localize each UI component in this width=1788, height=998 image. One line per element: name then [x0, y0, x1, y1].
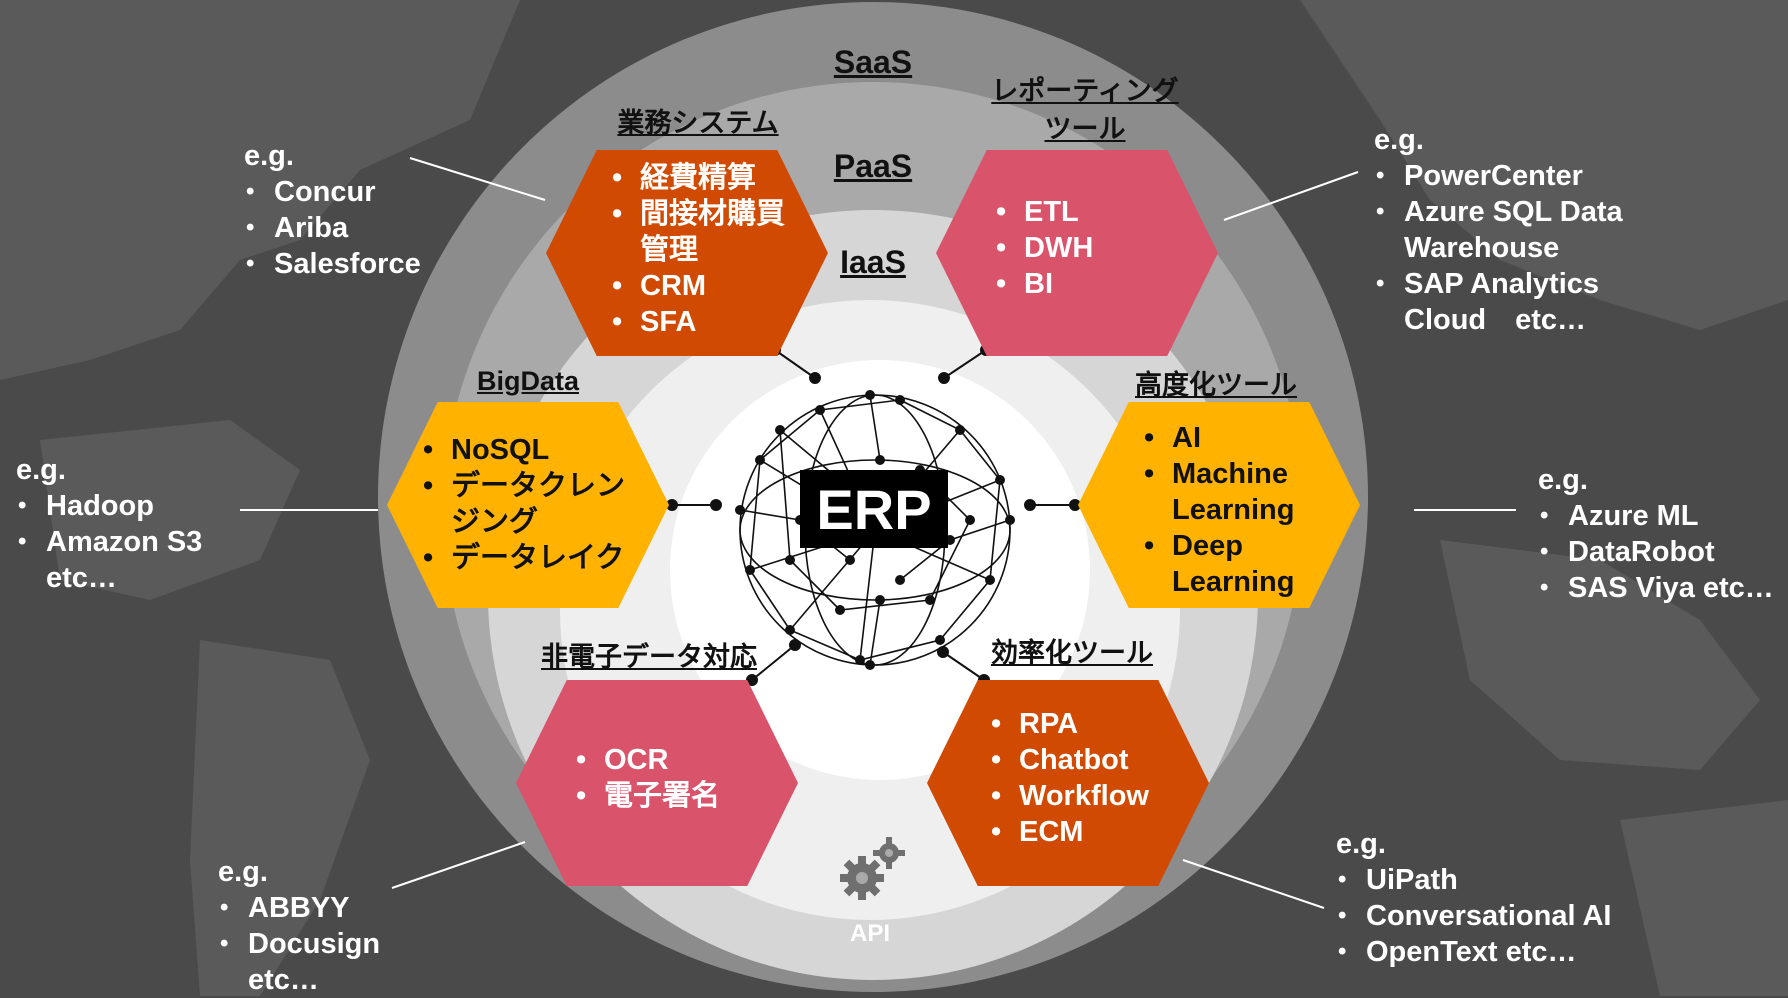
list-item: DataRobot: [1538, 534, 1788, 570]
list-item: Docusign etc…: [218, 926, 408, 998]
list-item: UiPath: [1336, 862, 1636, 898]
category-title-reporting-line1: レポーティング: [991, 76, 1179, 106]
list-item: Azure ML: [1538, 498, 1788, 534]
examples-heading: e.g.: [16, 454, 66, 486]
list-item: ECM: [985, 814, 1195, 850]
list-item: 電子署名: [570, 778, 770, 814]
list-item: Azure SQL Data Warehouse: [1374, 194, 1674, 266]
list-item: 経費精算: [606, 160, 806, 196]
hexagon-business-systems: 経費精算 間接材購買管理 CRM SFA: [546, 150, 828, 356]
list-item: DWH: [990, 230, 1180, 266]
category-title-reporting-line2: ツール: [1044, 114, 1126, 144]
callout-line-bottom-left: [391, 841, 526, 889]
api-label: API: [849, 920, 890, 947]
hexagon-bigdata: NoSQL データクレンジング データレイク: [387, 402, 669, 608]
list-item: Amazon S3 etc…: [16, 524, 226, 596]
examples-bigdata: e.g. Hadoop Amazon S3 etc…: [16, 452, 226, 596]
category-title-non-electronic: 非電子データ対応: [541, 642, 757, 672]
list-item: SAS Viya etc…: [1538, 570, 1788, 606]
list-item: Chatbot: [985, 742, 1195, 778]
list-item: Hadoop: [16, 488, 226, 524]
list-item: PowerCenter: [1374, 158, 1674, 194]
examples-business-systems: e.g. Concur Ariba Salesforce: [244, 138, 474, 282]
list-item: Concur: [244, 174, 474, 210]
erp-center-label: ERP: [800, 470, 948, 548]
callout-line-bottom-right: [1182, 859, 1325, 909]
category-title-business-systems: 業務システム: [617, 108, 779, 138]
list-item: SFA: [606, 304, 806, 340]
examples-reporting-tools: e.g. PowerCenter Azure SQL Data Warehous…: [1374, 122, 1674, 338]
list-item: BI: [990, 266, 1180, 302]
list-item: Conversational AI: [1336, 898, 1636, 934]
hexagon-non-electronic: OCR 電子署名: [516, 680, 798, 886]
list-item: RPA: [985, 706, 1195, 742]
list-item: CRM: [606, 268, 806, 304]
saas-label: SaaS: [833, 44, 913, 80]
examples-non-electronic: e.g. ABBYY Docusign etc…: [218, 854, 408, 998]
erp-mesh-nodes: [735, 390, 1015, 670]
examples-efficiency-tools: e.g. UiPath Conversational AI OpenText e…: [1336, 826, 1636, 970]
list-item: OpenText etc…: [1336, 934, 1636, 970]
category-title-advanced-tools: 高度化ツール: [1135, 370, 1297, 400]
list-item: AI: [1138, 420, 1348, 456]
list-item: OCR: [570, 742, 770, 778]
hexagon-advanced-tools: AI Machine Learning Deep Learning: [1078, 402, 1360, 608]
list-item: データレイク: [417, 540, 647, 576]
paas-label: PaaS: [833, 148, 913, 184]
examples-heading: e.g.: [1336, 828, 1386, 860]
hexagon-efficiency-tools: RPA Chatbot Workflow ECM: [927, 680, 1209, 886]
examples-heading: e.g.: [1374, 124, 1424, 156]
list-item: Deep Learning: [1138, 528, 1348, 600]
iaas-label: IaaS: [840, 244, 906, 280]
callout-line-top-left: [409, 157, 546, 201]
examples-advanced-tools: e.g. Azure ML DataRobot SAS Viya etc…: [1538, 462, 1788, 606]
examples-heading: e.g.: [218, 856, 268, 888]
category-title-bigdata: BigData: [476, 366, 579, 396]
list-item: SAP Analytics Cloud etc…: [1374, 266, 1674, 338]
list-item: Machine Learning: [1138, 456, 1348, 528]
list-item: Salesforce: [244, 246, 474, 282]
list-item: データクレンジング: [417, 468, 647, 540]
examples-heading: e.g.: [1538, 464, 1588, 496]
list-item: NoSQL: [417, 432, 647, 468]
list-item: Workflow: [985, 778, 1195, 814]
hexagon-reporting-tools: ETL DWH BI: [936, 150, 1218, 356]
list-item: ETL: [990, 194, 1180, 230]
list-item: Ariba: [244, 210, 474, 246]
category-title-efficiency-tools: 効率化ツール: [991, 638, 1153, 668]
list-item: ABBYY: [218, 890, 408, 926]
examples-heading: e.g.: [244, 140, 294, 172]
gears-icon: [840, 837, 905, 900]
list-item: 間接材購買管理: [606, 196, 806, 268]
callout-line-top-right: [1223, 171, 1359, 221]
